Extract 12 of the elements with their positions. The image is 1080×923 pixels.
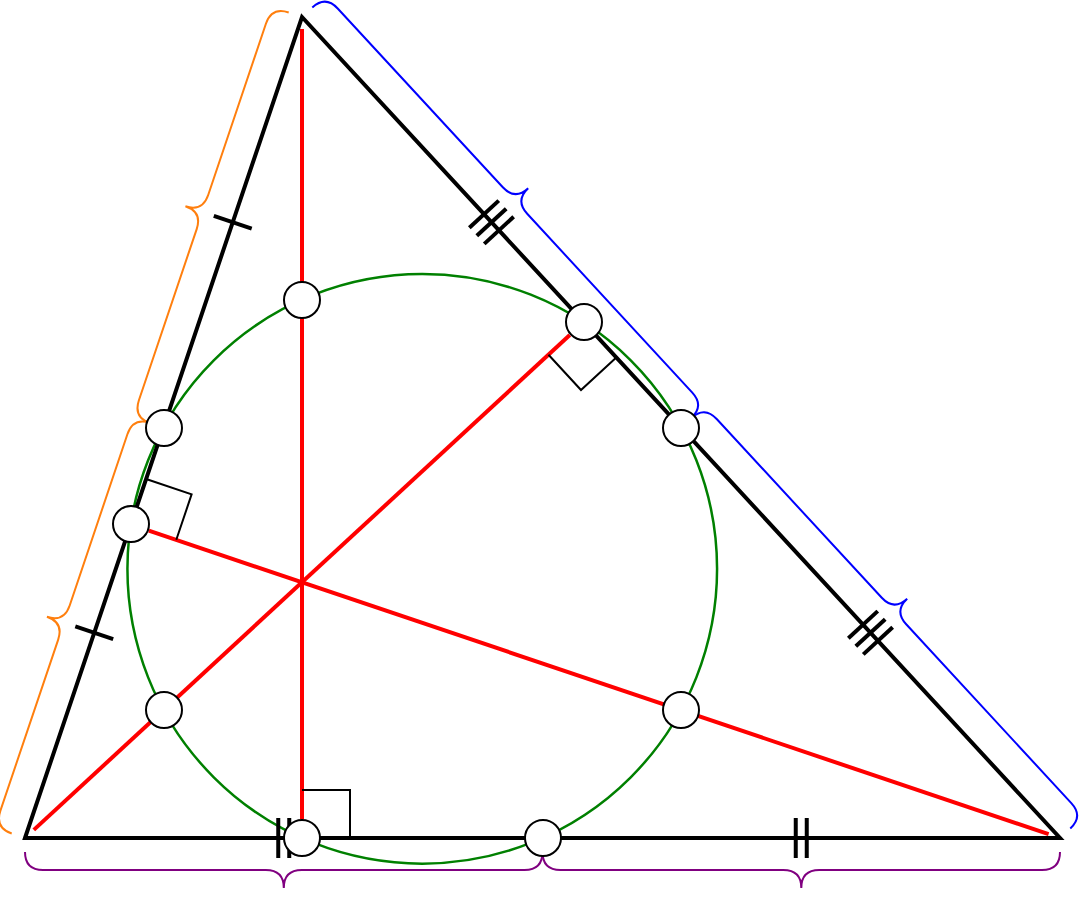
point-marker [564, 303, 603, 342]
point-marker [283, 280, 321, 319]
altitude-line [32, 333, 572, 832]
point-marker [662, 691, 700, 730]
point-marker [144, 691, 183, 730]
altitude-line [300, 29, 304, 819]
altitude-line [148, 528, 1050, 837]
point-marker [662, 408, 700, 447]
point-marker [144, 408, 183, 447]
point-marker [283, 819, 321, 857]
point-marker [111, 505, 150, 544]
point-marker [523, 819, 562, 857]
